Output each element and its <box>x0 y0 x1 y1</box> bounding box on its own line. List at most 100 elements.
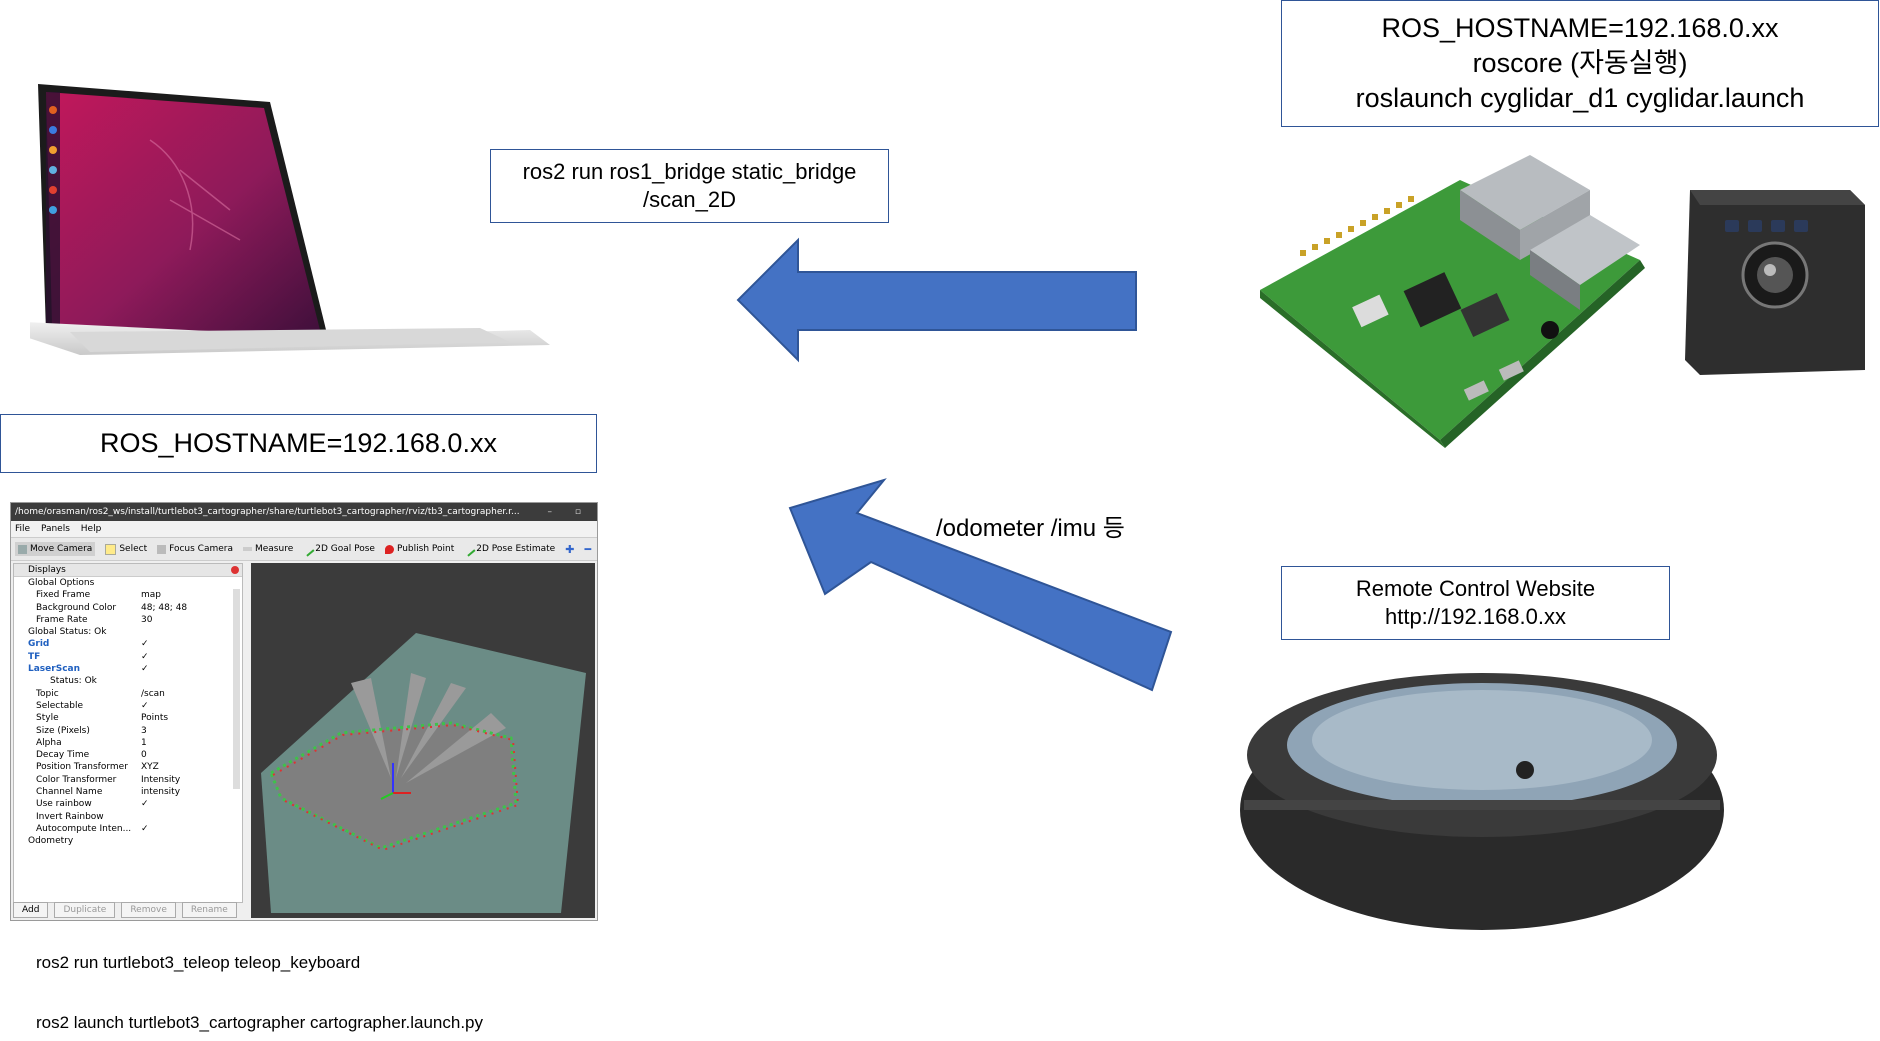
publish-point-icon <box>384 544 394 554</box>
display-row-key: Grid <box>28 639 50 650</box>
display-row-key: Size (Pixels) <box>36 725 90 736</box>
laptop-image <box>30 84 550 355</box>
menu-panels[interactable]: Panels <box>40 524 70 534</box>
display-row-value: 30 <box>141 614 153 625</box>
pi-config-box: ROS_HOSTNAME=192.168.0.xx roscore (자동실행)… <box>1281 0 1879 127</box>
display-row[interactable]: Odometry <box>14 835 242 847</box>
display-row[interactable]: Use rainbow✓ <box>14 798 242 810</box>
display-row-value: 48; 48; 48 <box>141 602 188 613</box>
bridge-command-line2: /scan_2D <box>643 187 736 212</box>
pose-estimate-icon <box>461 541 476 557</box>
bridge-command-box: ros2 run ros1_bridge static_bridge /scan… <box>490 149 889 223</box>
menu-help[interactable]: Help <box>80 524 102 534</box>
rviz-3d-view[interactable] <box>251 563 595 918</box>
tool-2d-pose-estimate[interactable]: 2D Pose Estimate <box>461 541 556 557</box>
display-row-value: ✓ <box>141 651 149 662</box>
display-row-key: Position Transformer <box>36 762 128 773</box>
tool-measure[interactable]: Measure <box>242 544 294 554</box>
tool-label: 2D Goal Pose <box>315 544 375 554</box>
display-row-value: ✓ <box>141 799 149 810</box>
close-panel-icon[interactable] <box>231 566 239 574</box>
tool-publish-point[interactable]: Publish Point <box>384 544 455 554</box>
window-controls-icon[interactable]: – ▫ <box>547 507 591 517</box>
display-row-key: Frame Rate <box>36 614 88 625</box>
tool-label: Focus Camera <box>169 544 233 554</box>
pi-roslaunch-text: roslaunch cyglidar_d1 cyglidar.launch <box>1355 83 1805 113</box>
tool-label: Publish Point <box>396 544 455 554</box>
display-row[interactable]: Grid✓ <box>14 638 242 650</box>
minus-icon: ━ <box>584 542 592 556</box>
tool-move-camera[interactable]: Move Camera <box>15 542 96 556</box>
display-row[interactable]: Invert Rainbow <box>14 811 242 823</box>
display-row[interactable]: Size (Pixels) 3 <box>14 725 242 737</box>
add-button[interactable]: Add <box>13 902 49 918</box>
display-row-key: Color Transformer <box>36 774 117 785</box>
tool-label: 2D Pose Estimate <box>476 544 556 554</box>
lidar-sensor-image <box>1685 190 1865 375</box>
robot-vacuum-image <box>1240 673 1724 930</box>
pc-hostname-text: ROS_HOSTNAME=192.168.0.xx <box>100 428 497 458</box>
display-row-key: TF <box>28 651 41 662</box>
add-tool-button[interactable]: ✚ <box>565 543 574 556</box>
display-row[interactable]: Frame Rate 30 <box>14 614 242 626</box>
website-url: http://192.168.0.xx <box>1384 604 1567 629</box>
pc-hostname-box: ROS_HOSTNAME=192.168.0.xx <box>0 414 597 473</box>
menu-file[interactable]: File <box>15 524 31 534</box>
display-row-value: 3 <box>141 725 147 736</box>
tool-label: Move Camera <box>30 544 93 554</box>
odometer-imu-label: /odometer /imu 등 <box>936 515 1125 542</box>
tool-2d-goal-pose[interactable]: 2D Goal Pose <box>300 541 375 557</box>
rename-button[interactable]: Rename <box>181 902 237 918</box>
display-row[interactable]: Selectable✓ <box>14 700 242 712</box>
display-row[interactable]: Status: Ok <box>14 675 242 687</box>
remove-tool-button[interactable]: ━ <box>584 543 591 556</box>
bridge-command-line1: ros2 run ros1_bridge static_bridge <box>522 159 857 184</box>
focus-camera-icon <box>157 544 167 554</box>
display-row[interactable]: Color Transformer Intensity <box>14 774 242 786</box>
pi-roscore-text: roscore (자동실행) <box>1472 48 1688 78</box>
display-row[interactable]: LaserScan✓ <box>14 663 242 675</box>
display-row[interactable]: Decay Time 0 <box>14 749 242 761</box>
website-title: Remote Control Website <box>1355 576 1596 601</box>
arrow-diagonal-icon <box>788 478 1173 692</box>
display-row[interactable]: Position Transformer XYZ <box>14 761 242 773</box>
raspberry-pi-image <box>1260 155 1645 448</box>
display-row-key: Channel Name <box>36 787 103 798</box>
display-row[interactable]: Global Status: Ok <box>14 626 242 638</box>
tool-select[interactable]: Select <box>105 543 148 555</box>
display-row-key: Style <box>36 713 59 724</box>
displays-buttons: Add Duplicate Remove Rename <box>13 902 241 918</box>
display-row-value: intensity <box>141 787 181 798</box>
displays-panel-header: Displays <box>14 564 242 577</box>
display-row[interactable]: Channel Name intensity <box>14 786 242 798</box>
tool-label: Select <box>119 544 148 554</box>
display-row-value: Intensity <box>141 774 181 785</box>
display-row-key: Topic <box>36 688 59 699</box>
move-camera-icon <box>18 544 27 554</box>
tool-focus-camera[interactable]: Focus Camera <box>157 544 233 554</box>
rviz-titlebar: /home/orasman/ros2_ws/install/turtlebot3… <box>11 503 597 521</box>
display-row-value: map <box>141 590 161 601</box>
display-row-key: Global Options <box>28 578 95 588</box>
display-row[interactable]: TF ✓ <box>14 651 242 663</box>
tool-label: Measure <box>254 544 294 554</box>
map-visualization <box>261 633 586 913</box>
display-row-value: 0 <box>141 750 147 761</box>
display-row-key: Decay Time <box>36 750 90 761</box>
displays-scrollbar[interactable] <box>233 589 240 789</box>
display-row[interactable]: Topic/scan <box>14 688 242 700</box>
display-row[interactable]: Autocompute Inten...✓ <box>14 823 242 835</box>
duplicate-button[interactable]: Duplicate <box>54 902 116 918</box>
select-icon <box>105 543 117 555</box>
display-row-value: ✓ <box>141 823 149 834</box>
teleop-command: ros2 run turtlebot3_teleop teleop_keyboa… <box>36 953 361 972</box>
display-row[interactable]: Global Options <box>14 577 242 589</box>
display-row-value: XYZ <box>141 762 159 773</box>
remove-button[interactable]: Remove <box>121 902 176 918</box>
